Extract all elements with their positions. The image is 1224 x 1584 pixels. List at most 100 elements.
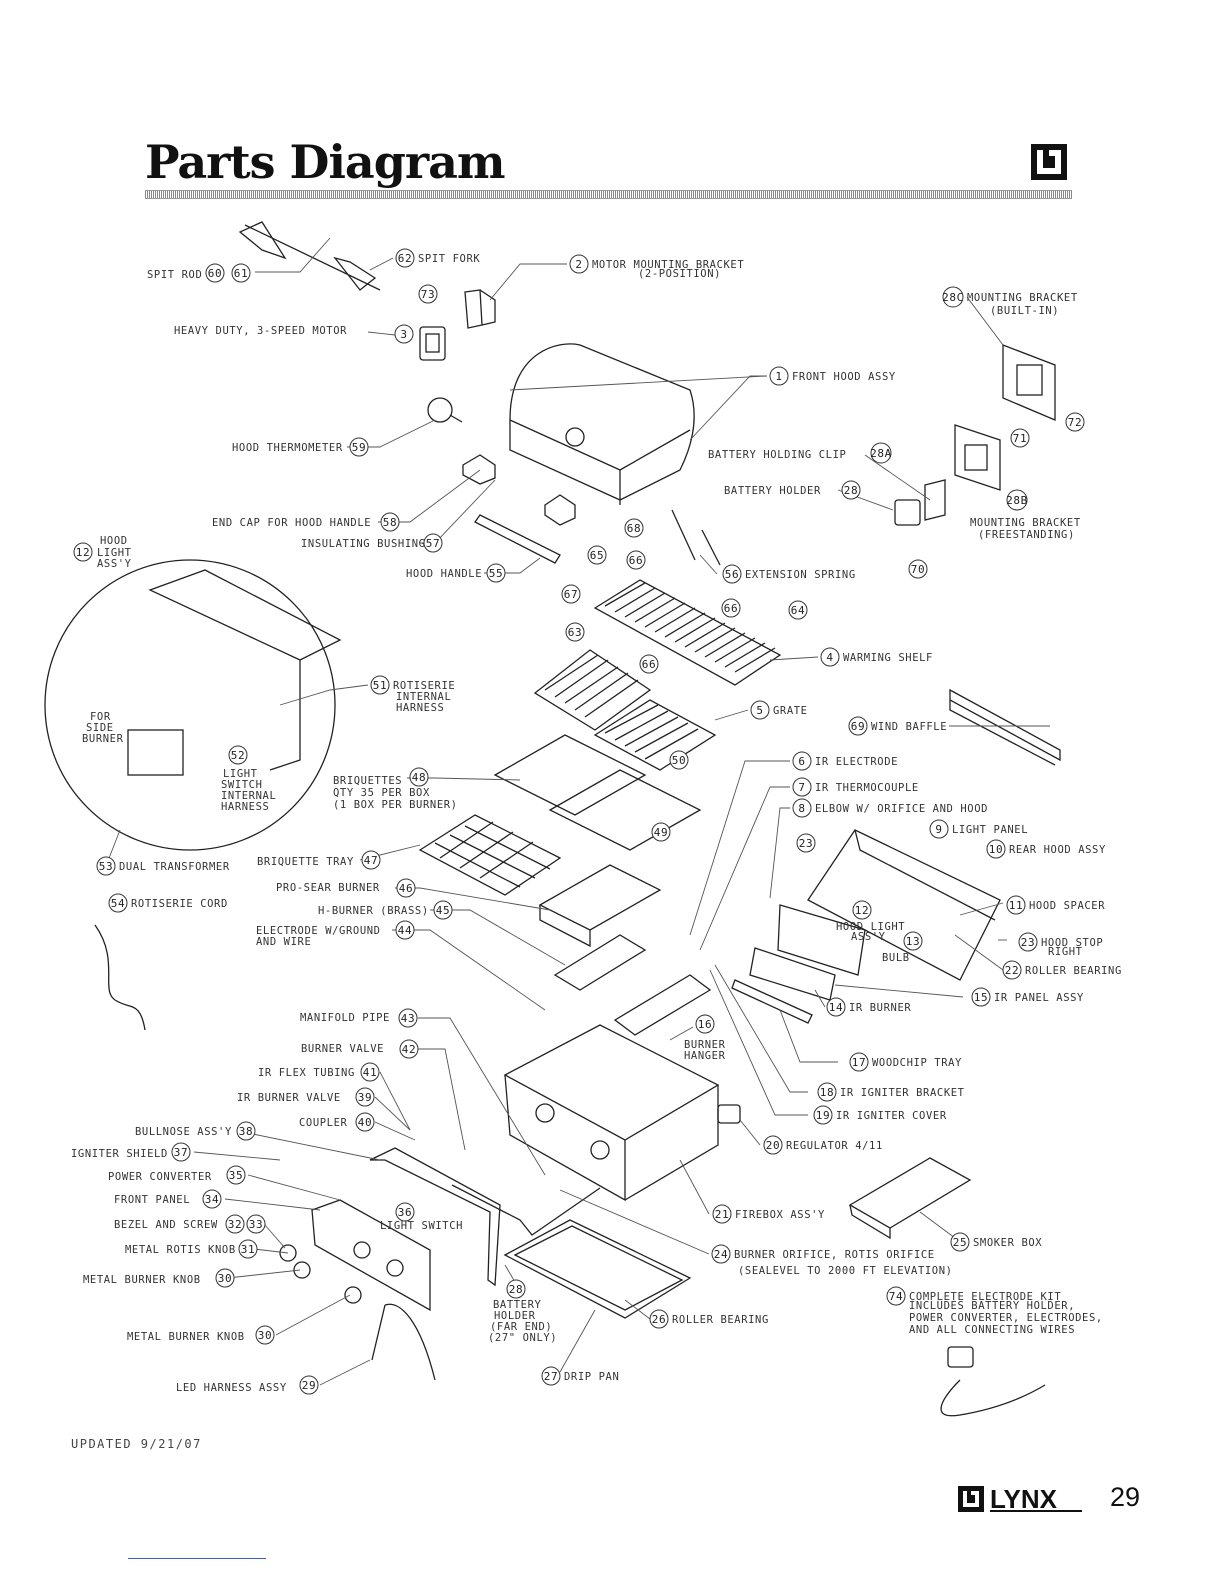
callout-number: 41	[363, 1066, 377, 1079]
label-burner-knob-1: METAL BURNER KNOB	[83, 1274, 201, 1286]
callout-number: 22	[1005, 964, 1019, 977]
callout-label: IR PANEL ASSY	[994, 992, 1084, 1004]
callout-label: FIREBOX ASS'Y	[735, 1209, 825, 1221]
callout-circle	[349, 437, 369, 457]
callout-number: 23	[799, 837, 813, 850]
callout-c66b: 66	[721, 598, 741, 618]
label-hood-light-2: LIGHT	[97, 547, 132, 559]
callout-c16: 16	[695, 1014, 715, 1034]
callout-circle	[852, 900, 872, 920]
callout-circle	[398, 1008, 418, 1028]
callout-number: 40	[358, 1116, 372, 1129]
callout-circle	[971, 987, 991, 1007]
callout-circle	[395, 1202, 415, 1222]
callout-number: 24	[714, 1248, 728, 1261]
callout-circle	[423, 533, 443, 553]
callout-number: 48	[412, 771, 426, 784]
label-side-burner-3: BURNER	[82, 733, 124, 745]
callout-circle	[817, 1082, 837, 1102]
callout-circle	[639, 654, 659, 674]
callout-number: 65	[590, 549, 604, 562]
callout-number: 29	[302, 1379, 316, 1392]
exploded-parts-drawing	[44, 221, 1061, 1417]
callout-number: 60	[208, 267, 222, 280]
callout-c71: 71	[1010, 428, 1030, 448]
callout-label: COMPLETE ELECTRODE KIT	[909, 1291, 1061, 1303]
callout-circle	[355, 1112, 375, 1132]
callout-number: 28	[509, 1283, 523, 1296]
callout-circle	[626, 550, 646, 570]
callout-number: 28	[844, 484, 858, 497]
callout-c60: 60	[205, 263, 225, 283]
callout-circle	[73, 542, 93, 562]
callout-circle	[506, 1279, 526, 1299]
label-manifold-pipe: MANIFOLD PIPE	[300, 1012, 390, 1024]
callout-number: 15	[974, 991, 988, 1004]
callout-number: 66	[724, 602, 738, 615]
label-electrode-2: AND WIRE	[256, 936, 311, 948]
callout-number: 39	[358, 1091, 372, 1104]
callout-number: 14	[829, 1001, 843, 1014]
callout-c64: 64	[788, 600, 808, 620]
callout-c35: 35	[226, 1165, 246, 1185]
callout-c66a: 66	[626, 550, 646, 570]
label-hood-light-assy-2: ASS'Y	[851, 931, 886, 943]
label-briquettes-1: BRIQUETTES	[333, 775, 402, 787]
updated-date: UPDATED 9/21/07	[71, 1437, 202, 1451]
callout-circle	[669, 750, 689, 770]
label-rotis-harness-2: INTERNAL	[396, 691, 451, 703]
callout-number: 67	[564, 588, 578, 601]
callout-circle	[1018, 932, 1038, 952]
callout-c41: 41	[360, 1062, 380, 1082]
callout-c28d: 28	[506, 1279, 526, 1299]
label-mount-freestanding-2: (FREESTANDING)	[978, 529, 1075, 541]
title-rule	[145, 190, 1072, 199]
callout-label: MOTOR MOUNTING BRACKET	[592, 259, 744, 271]
label-side-burner-1: FOR	[90, 711, 111, 723]
callout-circle	[695, 1014, 715, 1034]
callout-circle	[171, 1142, 191, 1162]
callout-label: IR ELECTRODE	[815, 756, 898, 768]
callout-number: 28A	[870, 447, 892, 460]
callout-number: 59	[352, 441, 366, 454]
callout-number: 4	[826, 651, 833, 664]
callout-circle	[395, 920, 415, 940]
callout-circle	[561, 584, 581, 604]
callout-c67: 67	[561, 584, 581, 604]
callout-number: 55	[489, 567, 503, 580]
label-coupler: COUPLER	[299, 1117, 348, 1129]
callout-label: WOODCHIP TRAY	[872, 1057, 962, 1069]
callout-label: IR THERMOCOUPLE	[815, 782, 919, 794]
callout-label: IR BURNER	[849, 1002, 911, 1014]
lynx-logo-icon	[1031, 144, 1067, 180]
callout-circle	[238, 1239, 258, 1259]
label-motor: HEAVY DUTY, 3-SPEED MOTOR	[174, 325, 347, 337]
callout-number: 46	[399, 882, 413, 895]
callout-number: 53	[99, 860, 113, 873]
callout-c44: 44	[395, 920, 415, 940]
callout-number: 7	[798, 781, 805, 794]
callout-number: 38	[239, 1125, 253, 1138]
callout-circle	[792, 777, 812, 797]
callout-number: 34	[205, 1193, 219, 1206]
callout-c37: 37	[171, 1142, 191, 1162]
label-ir-flex: IR FLEX TUBING	[258, 1067, 355, 1079]
label-insulating-bushing: INSULATING BUSHING	[301, 538, 426, 550]
label-bezel: BEZEL AND SCREW	[114, 1219, 218, 1231]
callout-c28b: 28B	[1006, 489, 1028, 511]
callout-circle	[649, 1309, 669, 1329]
label-end-cap: END CAP FOR HOOD HANDLE	[212, 517, 371, 529]
callout-number: 35	[229, 1169, 243, 1182]
